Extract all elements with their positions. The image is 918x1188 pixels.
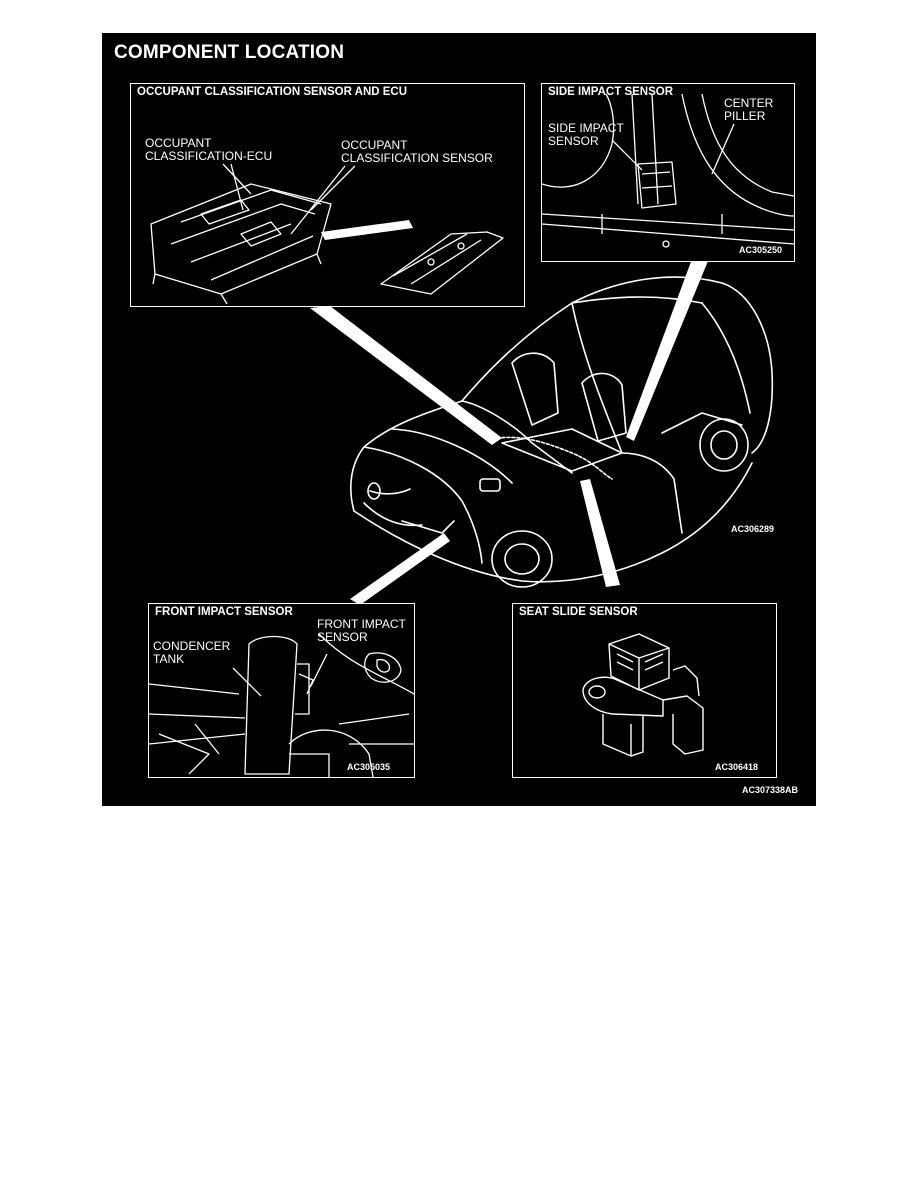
callout-pointers [310, 259, 708, 605]
front-panel-code: AC305035 [347, 762, 391, 772]
component-location-figure: COMPONENT LOCATION OCCUPANT CLASSIFICATI… [102, 33, 816, 806]
seat-slide-panel: SEAT SLIDE SENSOR AC306418 [512, 603, 777, 778]
side-panel-title: SIDE IMPACT SENSOR [548, 86, 674, 98]
seat-slide-sensor-drawing [582, 633, 704, 757]
front-panel-title: FRONT IMPACT SENSOR [155, 606, 293, 618]
pointer-front [350, 533, 450, 605]
side-panel-code: AC305250 [739, 245, 783, 255]
seat-frame-drawing [150, 163, 504, 305]
occupant-classification-panel: OCCUPANT CLASSIFICATION SENSOR AND ECU O… [130, 83, 525, 307]
front-impact-panel: FRONT IMPACT SENSOR CONDENCER TANK FRONT… [148, 603, 415, 778]
seat-panel-title: SEAT SLIDE SENSOR [519, 606, 638, 618]
front-sensor-drawing [149, 633, 414, 777]
pointer-side [626, 259, 708, 441]
label-side-impact-sensor: SIDE IMPACT SENSOR [548, 121, 624, 148]
occupant-panel-title: OCCUPANT CLASSIFICATION SENSOR AND ECU [137, 86, 408, 98]
figure-code: AC307338AB [742, 785, 799, 795]
label-occupant-sensor: OCCUPANT CLASSIFICATION SENSOR [341, 138, 493, 165]
car-illustration [310, 259, 774, 605]
pointer-seat [580, 479, 620, 587]
label-condenser-tank: CONDENCER TANK [153, 639, 231, 666]
figure-title: COMPONENT LOCATION [114, 42, 345, 63]
side-impact-panel: SIDE IMPACT SENSOR SIDE IMPACT SENSOR CE… [541, 83, 795, 262]
main-illustration-code: AC306289 [731, 524, 775, 534]
pointer-occupant [310, 306, 502, 445]
pillar-drawing [542, 93, 794, 248]
label-front-impact-sensor: FRONT IMPACT SENSOR [317, 617, 406, 644]
label-occupant-ecu: OCCUPANT CLASSIFICATION-ECU [145, 136, 273, 163]
seat-panel-code: AC306418 [715, 762, 759, 772]
label-center-pillar: CENTER PILLER [724, 96, 774, 123]
